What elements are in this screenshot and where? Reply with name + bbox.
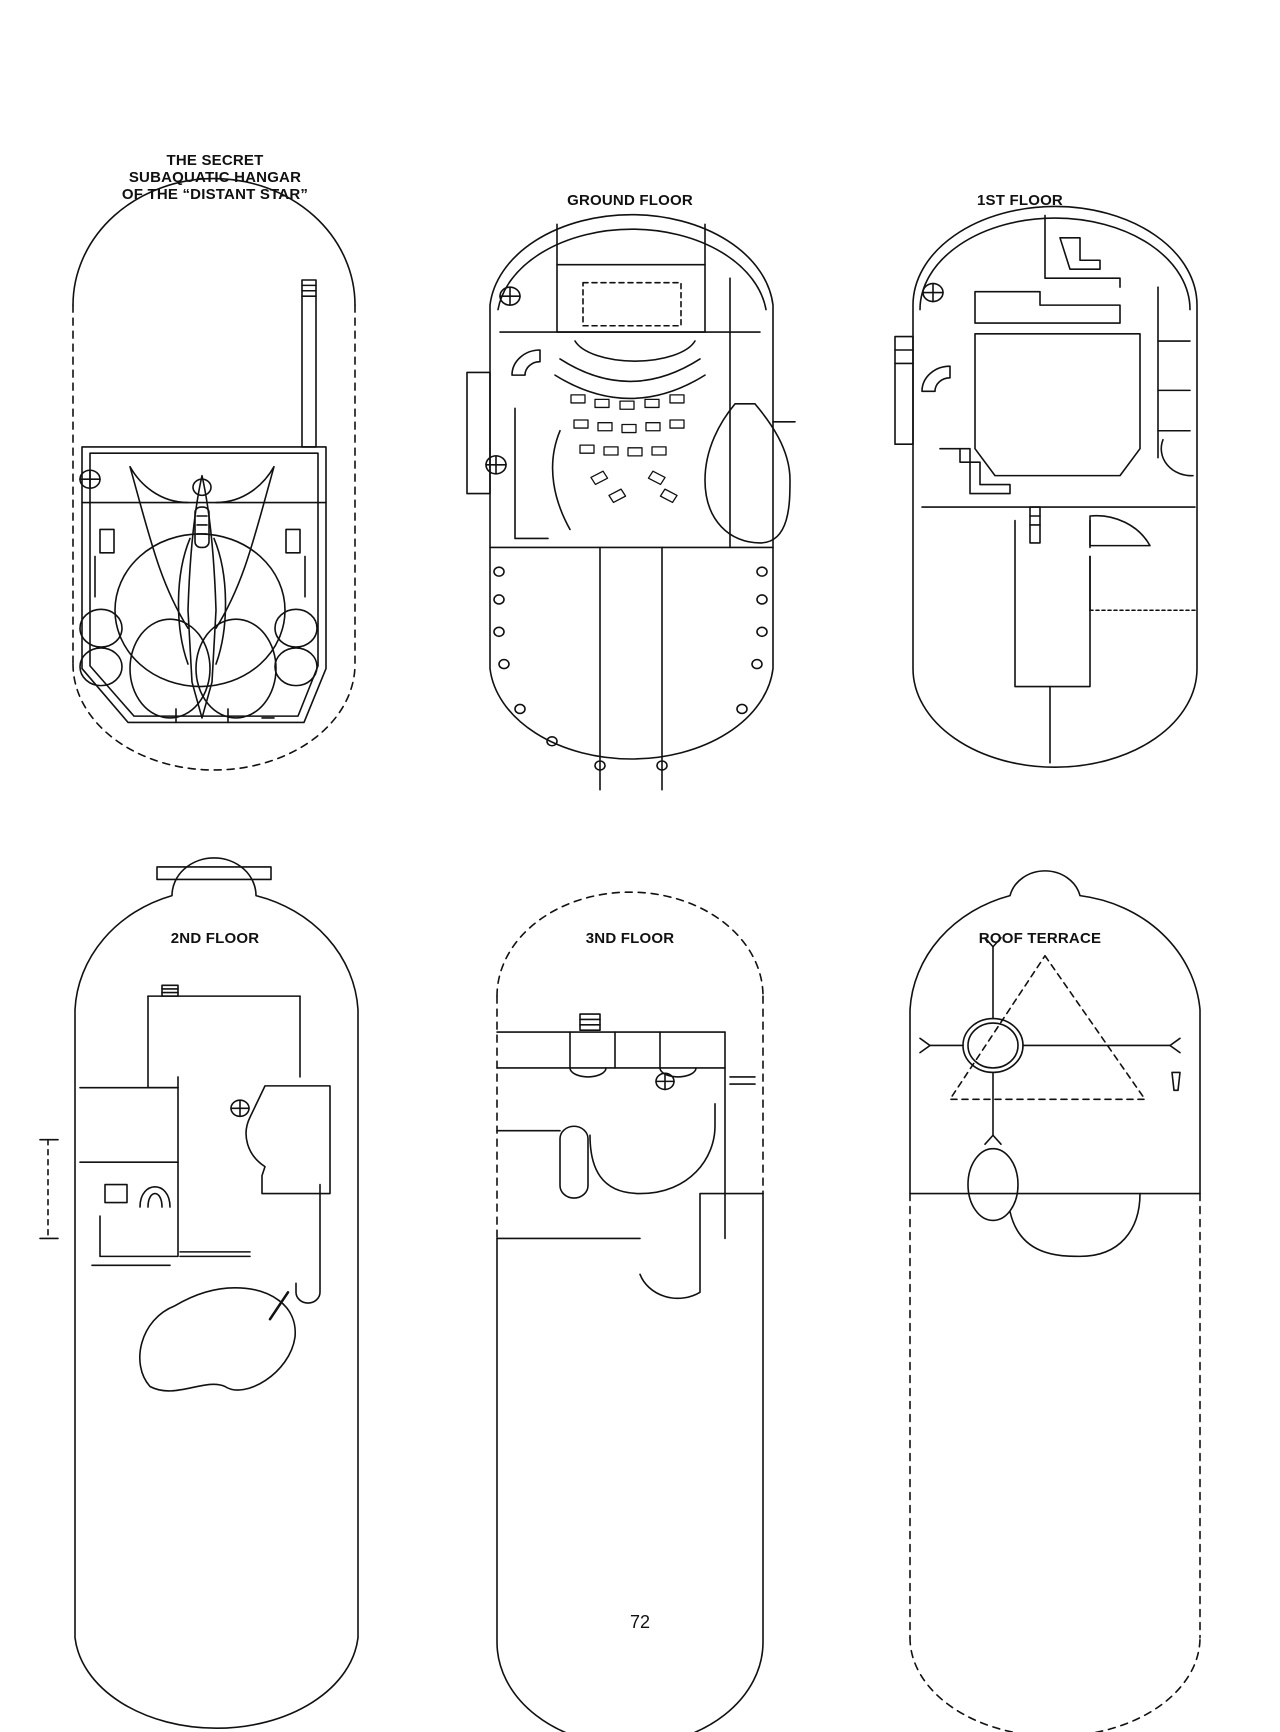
central-ring (963, 1019, 1023, 1073)
first-floor-title: 1ST FLOOR (977, 192, 1063, 209)
ground-floor-title: GROUND FLOOR (567, 192, 693, 209)
roof-outline (910, 871, 1200, 1194)
pool-oval (968, 1149, 1018, 1221)
spiral-staircase (922, 366, 950, 391)
third-floor-title: 3ND FLOOR (585, 930, 675, 947)
third-capsule-dashed-top (497, 892, 763, 996)
hangar-bay-walls (82, 447, 326, 723)
third-capsule-outline (497, 1194, 763, 1732)
pool (140, 1288, 295, 1391)
spiral-staircase (512, 350, 540, 375)
ground-floor-plan (467, 215, 795, 790)
second-floor-title: 2ND FLOOR (170, 930, 260, 947)
hangar-capsule-bottom (73, 664, 355, 770)
curved-room (246, 1086, 330, 1194)
second-capsule-outline (75, 858, 358, 1728)
first-capsule-outline (913, 206, 1197, 767)
spacecraft-distant-star (188, 476, 216, 718)
quarter-room (1090, 516, 1150, 546)
roof-terrace-plan (910, 871, 1200, 1732)
bulb-room (705, 404, 790, 543)
hangar-plan (73, 179, 355, 770)
page-number: 72 (629, 1612, 651, 1632)
triangle-outline (950, 956, 1145, 1100)
third-floor-plan (497, 892, 763, 1732)
hangar-capsule-top (73, 179, 355, 306)
second-floor-plan (40, 858, 358, 1728)
auditorium-seats (571, 395, 684, 503)
main-hall (975, 292, 1120, 323)
porthole-circles (494, 567, 767, 770)
first-floor-plan (895, 206, 1197, 767)
hangar-title: THE SECRET SUBAQUATIC HANGAR OF THE “DIS… (121, 152, 309, 203)
bathtub (560, 1126, 588, 1198)
curved-room (590, 1104, 715, 1194)
roof-hatch (157, 867, 271, 880)
ground-capsule-outline (490, 215, 773, 759)
